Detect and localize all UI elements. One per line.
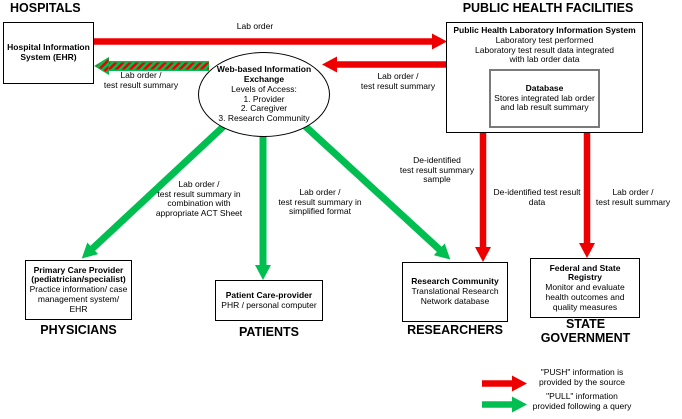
legend-pull-text: "PULL" information provided following a …	[532, 391, 632, 411]
pull-arrow-exchange-to-research	[302, 123, 451, 260]
exchange-title: Web-based Information Exchange	[216, 64, 312, 84]
web-based-information-exchange-ellipse: Web-based Information Exchange Levels of…	[198, 52, 330, 137]
primary-care-provider-box: Primary Care Provider (pediatrician/spec…	[25, 260, 132, 320]
phlis-box-title: Public Health Laboratory Information Sys…	[453, 25, 636, 35]
patient-care-provider-box: Patient Care-provider PHR / personal com…	[215, 280, 323, 321]
heading-patients: PATIENTS	[239, 325, 299, 339]
registry-box-title: Federal and State Registry	[549, 262, 621, 283]
research-community-box: Research Community Translational Researc…	[402, 262, 508, 322]
label-exchange-to-hospital: Lab order / test result summary	[103, 70, 179, 90]
hospital-information-system-box: Hospital Information System (EHR)	[3, 22, 94, 84]
database-box: Database Stores integrated lab order and…	[489, 69, 600, 128]
pull-arrow-exchange-to-primary-care	[81, 123, 227, 259]
primary-care-box-body: Practice information/ case management sy…	[29, 284, 128, 314]
hospital-box-title: Hospital Information System (EHR)	[7, 42, 90, 62]
heading-public-health-facilities: PUBLIC HEALTH FACILITIES	[462, 1, 634, 15]
phlis-box-body: Laboratory test performed Laboratory tes…	[475, 34, 614, 65]
heading-researchers: RESEARCHERS	[407, 323, 503, 337]
registry-box-body: Monitor and evaluate health outcomes and…	[545, 282, 625, 312]
label-phlis-to-exchange: Lab order / test result summary	[360, 71, 436, 91]
legend-push-text: "PUSH" information is provided by the so…	[539, 367, 625, 387]
label-phlis-to-registry: Lab order / test result summary	[595, 187, 671, 207]
patient-box-title: Patient Care-provider	[225, 289, 313, 300]
patient-box-body: PHR / personal computer	[221, 299, 317, 310]
label-phlis-to-research: De-identified test result data	[493, 187, 581, 207]
research-box-body: Translational Research Network database	[411, 286, 499, 306]
exchange-body: Levels of Access: 1. Provider 2. Caregiv…	[218, 83, 310, 124]
database-box-title: Database	[525, 82, 564, 93]
federal-state-registry-box: Federal and State Registry Monitor and e…	[530, 258, 640, 318]
label-exchange-to-research: De-identified test result summary sample	[399, 155, 475, 185]
label-exchange-to-physicians: Lab order / test result summary in combi…	[155, 179, 243, 218]
label-lab-order: Lab order	[236, 21, 274, 31]
database-box-body: Stores integrated lab order and lab resu…	[494, 92, 595, 113]
heading-state-government: STATE GOVERNMENT	[540, 317, 631, 345]
primary-care-box-title: Primary Care Provider (pediatrician/spec…	[31, 264, 126, 285]
label-exchange-to-patients: Lab order / test result summary in simpl…	[278, 187, 362, 217]
research-box-title: Research Community	[411, 276, 499, 287]
heading-physicians: PHYSICIANS	[40, 323, 117, 337]
heading-hospitals: HOSPITALS	[10, 1, 81, 15]
